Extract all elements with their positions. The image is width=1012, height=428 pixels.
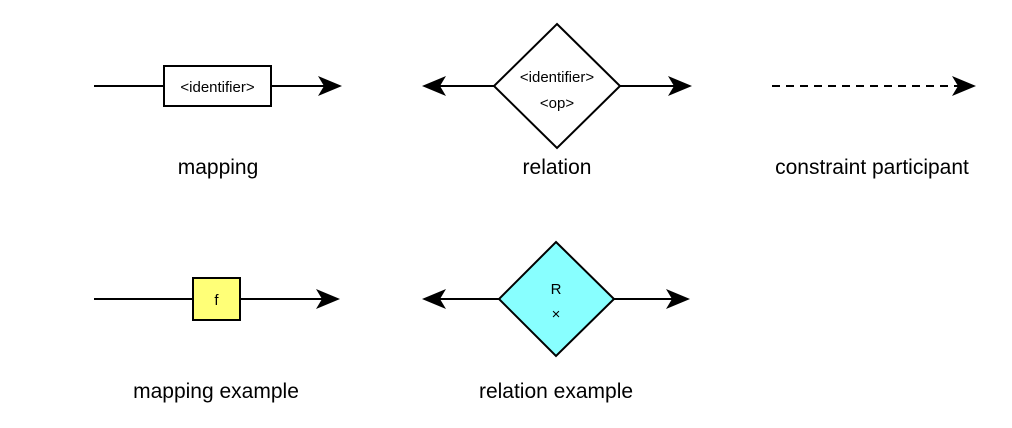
relation-right-arrowhead xyxy=(668,76,692,96)
relation-example-diamond xyxy=(497,240,616,358)
mapping-example-arrowhead xyxy=(316,289,340,309)
relation-symbol: <identifier> <op> xyxy=(422,22,692,150)
relation-example-right-arrowhead xyxy=(666,289,690,309)
relation-example-symbol: R × xyxy=(422,240,690,358)
mapping-box-label: <identifier> xyxy=(180,79,254,96)
mapping-example-caption: mapping example xyxy=(133,380,299,403)
relation-example-name-label: R xyxy=(551,281,562,298)
relation-left-arrowhead xyxy=(422,76,446,96)
constraint-participant-symbol xyxy=(772,76,976,96)
relation-identifier-label: <identifier> xyxy=(520,69,594,86)
relation-example-left-arrowhead xyxy=(422,289,446,309)
mapping-caption: mapping xyxy=(178,156,259,179)
relation-diamond xyxy=(492,22,622,150)
constraint-caption: constraint participant xyxy=(775,156,969,179)
constraint-arrowhead xyxy=(952,76,976,96)
mapping-arrowhead xyxy=(318,76,342,96)
mapping-example-label: f xyxy=(214,292,219,309)
mapping-symbol: <identifier> xyxy=(94,65,342,107)
relation-example-caption: relation example xyxy=(479,380,633,403)
mapping-example-symbol: f xyxy=(94,277,340,321)
relation-op-label: <op> xyxy=(540,95,574,112)
relation-example-op-label: × xyxy=(552,306,561,323)
relation-caption: relation xyxy=(523,156,592,179)
